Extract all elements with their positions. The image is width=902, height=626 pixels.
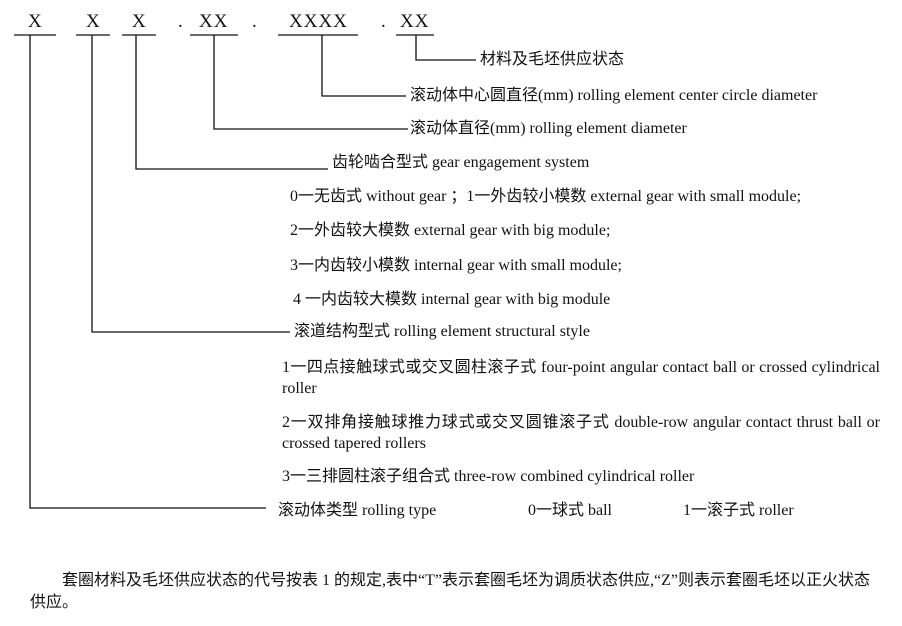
leader-element-diameter — [213, 35, 408, 130]
gear-option-3: 3一内齿较小模数 internal gear with small module… — [290, 257, 622, 274]
leader-material — [415, 35, 476, 61]
label-center-circle-diameter: 滚动体中心圆直径(mm) rolling element center circ… — [410, 87, 818, 104]
label-structural-style: 滚道结构型式 rolling element structural style — [294, 323, 590, 340]
leader-rolling-type — [29, 35, 266, 509]
label-material: 材料及毛坯供应状态 — [480, 51, 625, 68]
footnote-paragraph: 套圈材料及毛坯供应状态的代号按表 1 的规定,表中“T”表示套圈毛坯为调质状态供… — [30, 572, 870, 611]
code-seg-1: X — [28, 11, 43, 32]
leader-center-diameter — [321, 35, 406, 97]
leader-gear-system — [135, 35, 328, 170]
code-separator-1: . — [178, 11, 183, 32]
code-seg-5: XXXX — [289, 11, 348, 32]
label-rolling-type: 滚动体类型 rolling type — [278, 502, 437, 519]
code-seg-3: X — [132, 11, 147, 32]
code-separator-3: . — [381, 11, 386, 32]
gear-option-2: 2一外齿较大模数 external gear with big module; — [290, 222, 611, 239]
rolling-option-roller: 1一滚子式 roller — [683, 502, 794, 519]
code-seg-6: XX — [400, 11, 430, 32]
style-option-3: 3一三排圆柱滚子组合式 three-row combined cylindric… — [282, 468, 695, 485]
style-option-2: 2一双排角接触球推力球式或交叉圆锥滚子式 double-row angular … — [282, 414, 880, 452]
gear-option-4: 4 一内齿较大模数 internal gear with big module — [293, 291, 611, 308]
style-option-1: 1一四点接触球式或交叉圆柱滚子式 four-point angular cont… — [282, 359, 880, 397]
code-separator-2: . — [252, 11, 257, 32]
rolling-option-ball: 0一球式 ball — [528, 502, 612, 519]
gear-option-0-1: 0一无齿式 without gear ；1一外齿较小模数 external ge… — [290, 188, 802, 205]
leader-structural-style — [91, 35, 290, 333]
label-element-diameter: 滚动体直径(mm) rolling element diameter — [410, 120, 687, 137]
label-gear-system: 齿轮啮合型式 gear engagement system — [332, 154, 590, 171]
code-seg-4: XX — [199, 11, 229, 32]
code-seg-2: X — [86, 11, 101, 32]
